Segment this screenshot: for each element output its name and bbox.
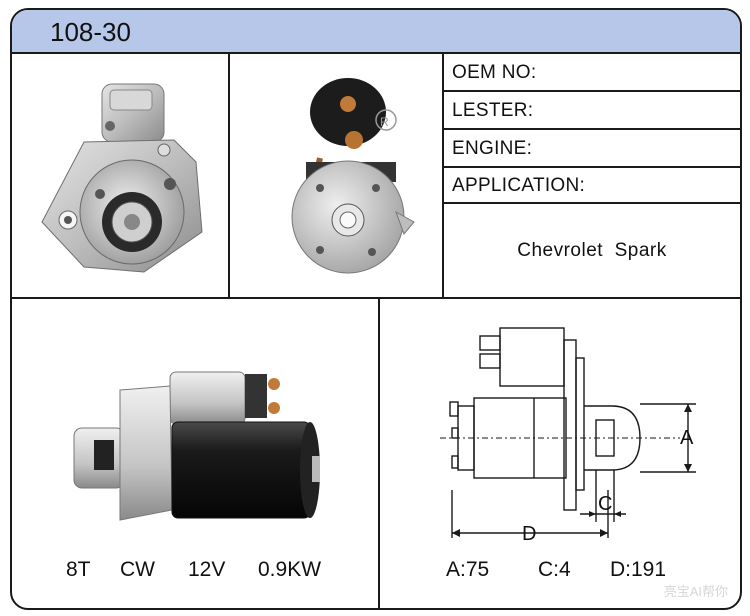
- dimension-diagram: A C D: [440, 327, 696, 545]
- starter-side-view-image: [73, 371, 320, 521]
- spec-voltage: 12V: [188, 558, 226, 581]
- starter-front-view-image: [41, 83, 203, 273]
- dim-d-value: D:191: [610, 558, 667, 581]
- spec-row-line-3: [443, 166, 740, 168]
- dim-c-letter: C: [598, 493, 612, 515]
- starter-rear-view-image: R: [291, 78, 415, 274]
- divider-middle: [12, 297, 740, 299]
- divider-bottom: [378, 298, 380, 608]
- part-number-title: 108-30: [50, 17, 131, 47]
- dim-a-letter: A: [680, 427, 694, 449]
- lester-label: LESTER:: [452, 100, 534, 121]
- spec-rotation: CW: [120, 558, 155, 581]
- oem-no-label: OEM NO:: [452, 62, 537, 83]
- spec-row-line-2: [443, 128, 740, 130]
- product-sheet: 108-30 OEM NO: LESTER: ENGINE: APPLICATI…: [10, 8, 742, 610]
- dim-a-value: A:75: [446, 558, 490, 581]
- divider-top-1: [228, 52, 230, 298]
- application-label: APPLICATION:: [452, 175, 586, 196]
- spec-teeth: 8T: [66, 558, 91, 581]
- spec-power: 0.9KW: [258, 558, 322, 581]
- dim-d-letter: D: [522, 523, 536, 545]
- spec-row-line-1: [443, 90, 740, 92]
- application-value: Chevrolet Spark: [517, 240, 667, 261]
- spec-row-line-4: [443, 202, 740, 204]
- watermark: 亮宝AI帮你: [663, 584, 728, 599]
- header-bar: 108-30: [12, 10, 740, 54]
- divider-top-2: [442, 52, 444, 298]
- engine-label: ENGINE:: [452, 138, 533, 159]
- dim-c-value: C:4: [538, 558, 571, 581]
- svg-text:R: R: [380, 115, 389, 129]
